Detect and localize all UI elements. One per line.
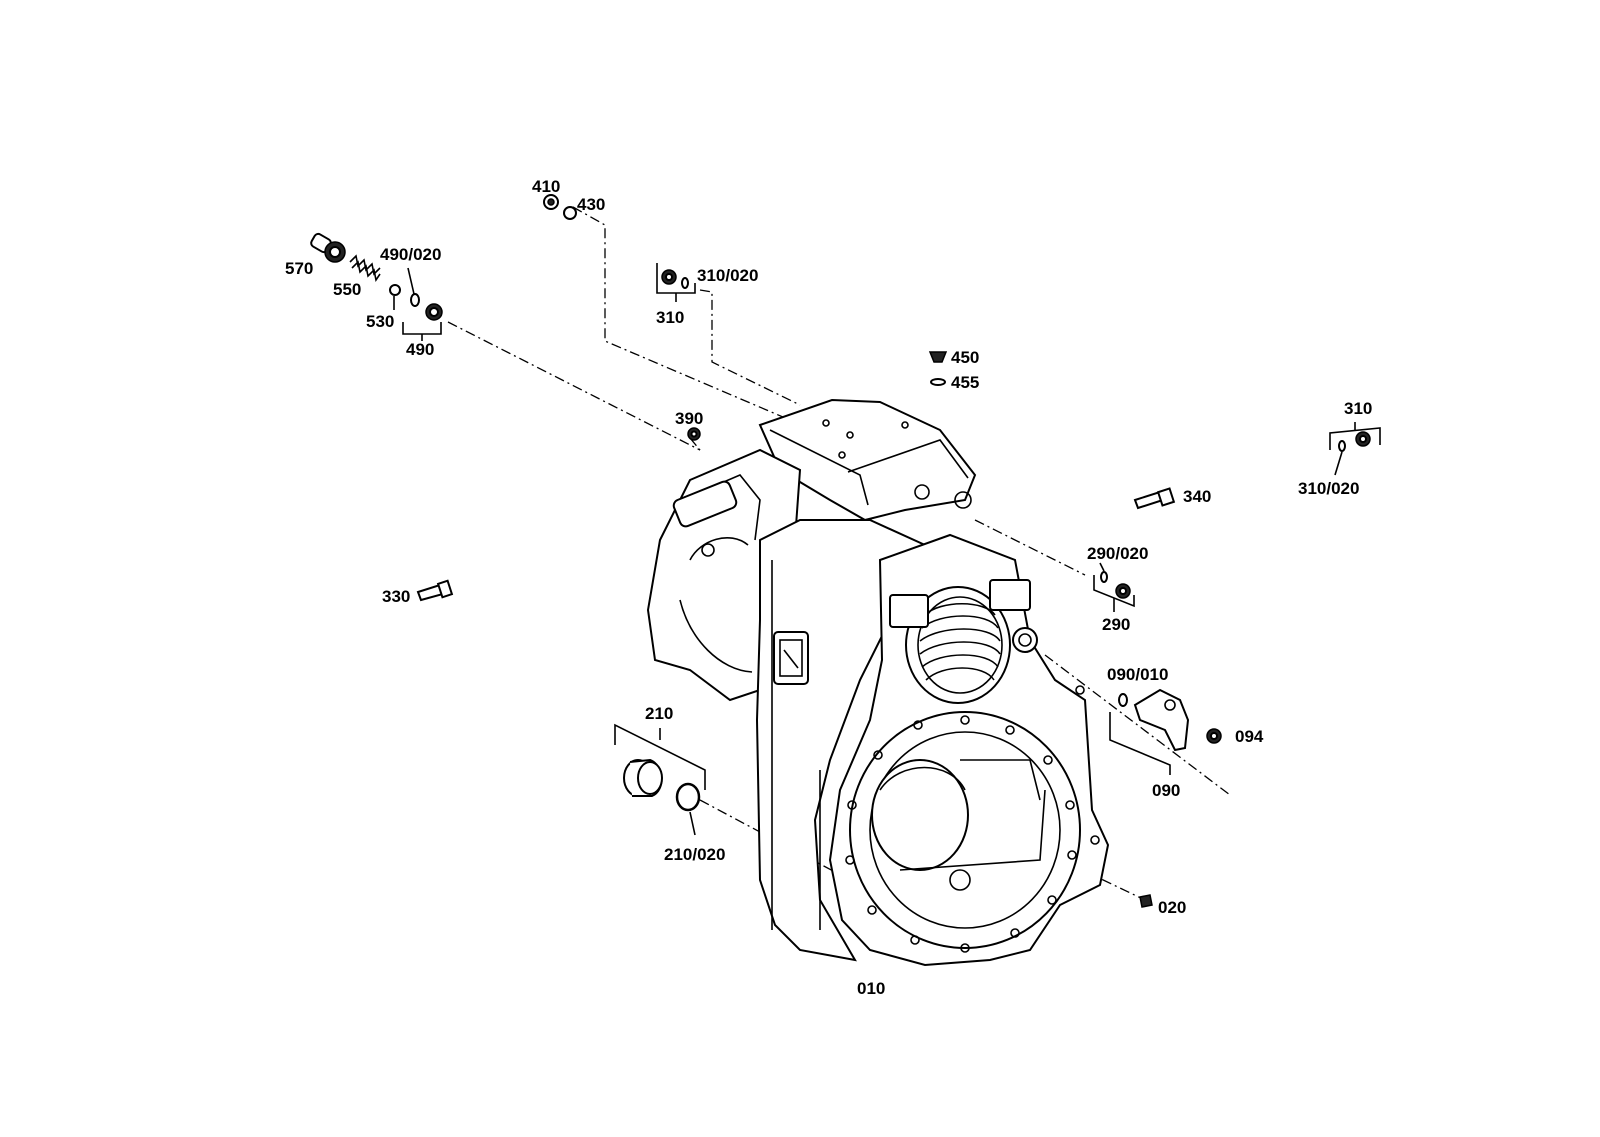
part-094: [1206, 728, 1222, 744]
label-310-top: 310: [656, 308, 685, 327]
transmission-housing: [646, 398, 1110, 967]
part-530: [389, 284, 401, 296]
part-430: [563, 206, 577, 220]
label-340: 340: [1183, 487, 1212, 506]
bore-threads: [919, 602, 1001, 681]
bolt-circle: [845, 715, 1077, 953]
part-310-top: [656, 263, 696, 302]
label-090-010: 090/010: [1107, 665, 1169, 684]
part-310-right: [1329, 422, 1381, 476]
part-090-010: [1118, 693, 1128, 707]
bracket-210: [614, 723, 706, 836]
part-340: [1133, 487, 1176, 510]
part-450: [928, 351, 948, 363]
part-290: [1093, 562, 1135, 612]
part-455: [930, 378, 946, 386]
bracket-490: [393, 267, 442, 341]
label-310-right: 310: [1344, 399, 1373, 418]
part-570: [310, 232, 346, 263]
label-550: 550: [333, 280, 362, 299]
label-290: 290: [1102, 615, 1131, 634]
label-530: 530: [366, 312, 395, 331]
label-330: 330: [382, 587, 411, 606]
label-490-020: 490/020: [380, 245, 442, 264]
label-090: 090: [1152, 781, 1181, 800]
label-455: 455: [951, 373, 980, 392]
label-310-020-top: 310/020: [697, 266, 759, 285]
part-490-020: [410, 293, 420, 307]
label-020: 020: [1158, 898, 1187, 917]
label-570: 570: [285, 259, 314, 278]
part-210: [623, 758, 663, 797]
label-430: 430: [577, 195, 606, 214]
part-210-020: [675, 782, 701, 812]
label-210-020: 210/020: [664, 845, 726, 864]
label-210: 210: [645, 704, 674, 723]
label-390: 390: [675, 409, 704, 428]
part-550: [349, 254, 381, 283]
part-490: [425, 303, 443, 321]
label-094: 094: [1235, 727, 1264, 746]
part-090: [1109, 688, 1190, 775]
label-310-020-right: 310/020: [1298, 479, 1360, 498]
label-450: 450: [951, 348, 980, 367]
part-020: [1139, 894, 1153, 908]
label-010: 010: [857, 979, 886, 998]
part-330: [416, 579, 454, 602]
label-490: 490: [406, 340, 435, 359]
part-410: [543, 194, 559, 210]
part-390: [687, 427, 701, 441]
label-290-020: 290/020: [1087, 544, 1149, 563]
label-410: 410: [532, 177, 561, 196]
